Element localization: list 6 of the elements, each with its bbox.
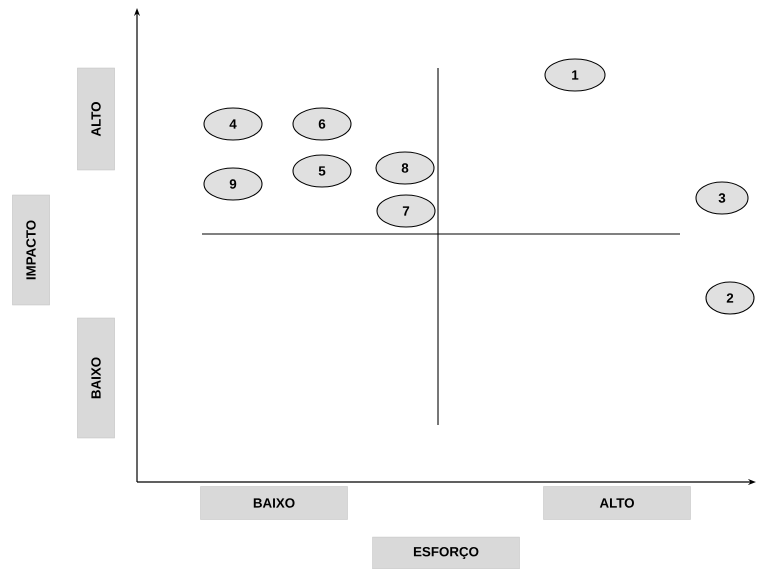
axis-label-box: ALTO — [77, 68, 115, 170]
axis-label-box: BAIXO — [200, 486, 348, 520]
axis-label-box: ESFORÇO — [372, 536, 520, 569]
axis-label-box: BAIXO — [77, 318, 115, 438]
axis-label-box: IMPACTO — [12, 194, 50, 306]
axis-label-box: ALTO — [543, 486, 691, 520]
